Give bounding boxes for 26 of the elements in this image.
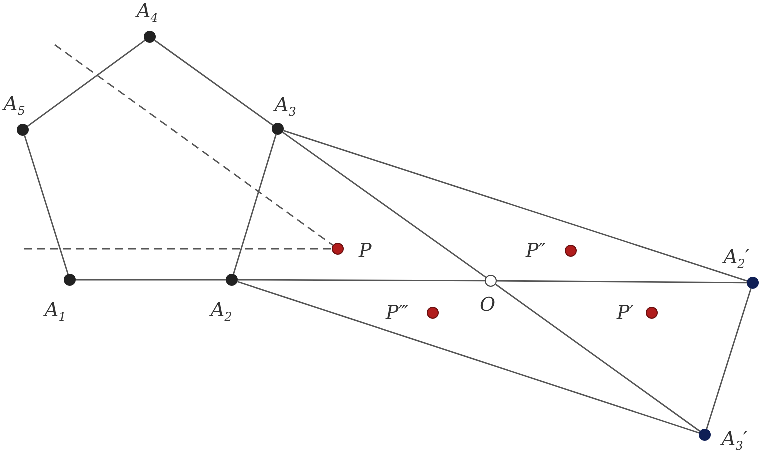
line-segment [238,279,485,282]
dashed-line [54,44,334,246]
line-segment [76,279,226,281]
point-label: P′ [617,304,634,323]
dashed-line [24,248,332,250]
point-label: P″ [526,242,546,261]
line-segment [495,284,701,432]
point-label: A$_{3}$′ [722,430,748,452]
point-label: O [480,296,496,315]
line-segment [27,40,146,128]
point-label: A$_{2}$ [211,301,232,323]
line-segment [284,130,748,282]
point-label: P‴ [386,304,409,323]
line-segment [237,281,700,434]
line-segment [24,136,69,274]
point-label: A$_{2}$′ [724,248,750,270]
line-segment [154,40,274,126]
point-label: A$_{3}$ [275,96,296,118]
point-label: A$_{5}$ [4,95,26,117]
line-segment [233,134,277,274]
point-label: P [359,242,372,261]
line-segment [706,288,752,430]
line-segment [282,132,487,278]
line-segment [497,280,747,284]
point-label: A$_{1}$ [45,301,66,323]
point-label: A$_{4}$ [137,2,158,24]
